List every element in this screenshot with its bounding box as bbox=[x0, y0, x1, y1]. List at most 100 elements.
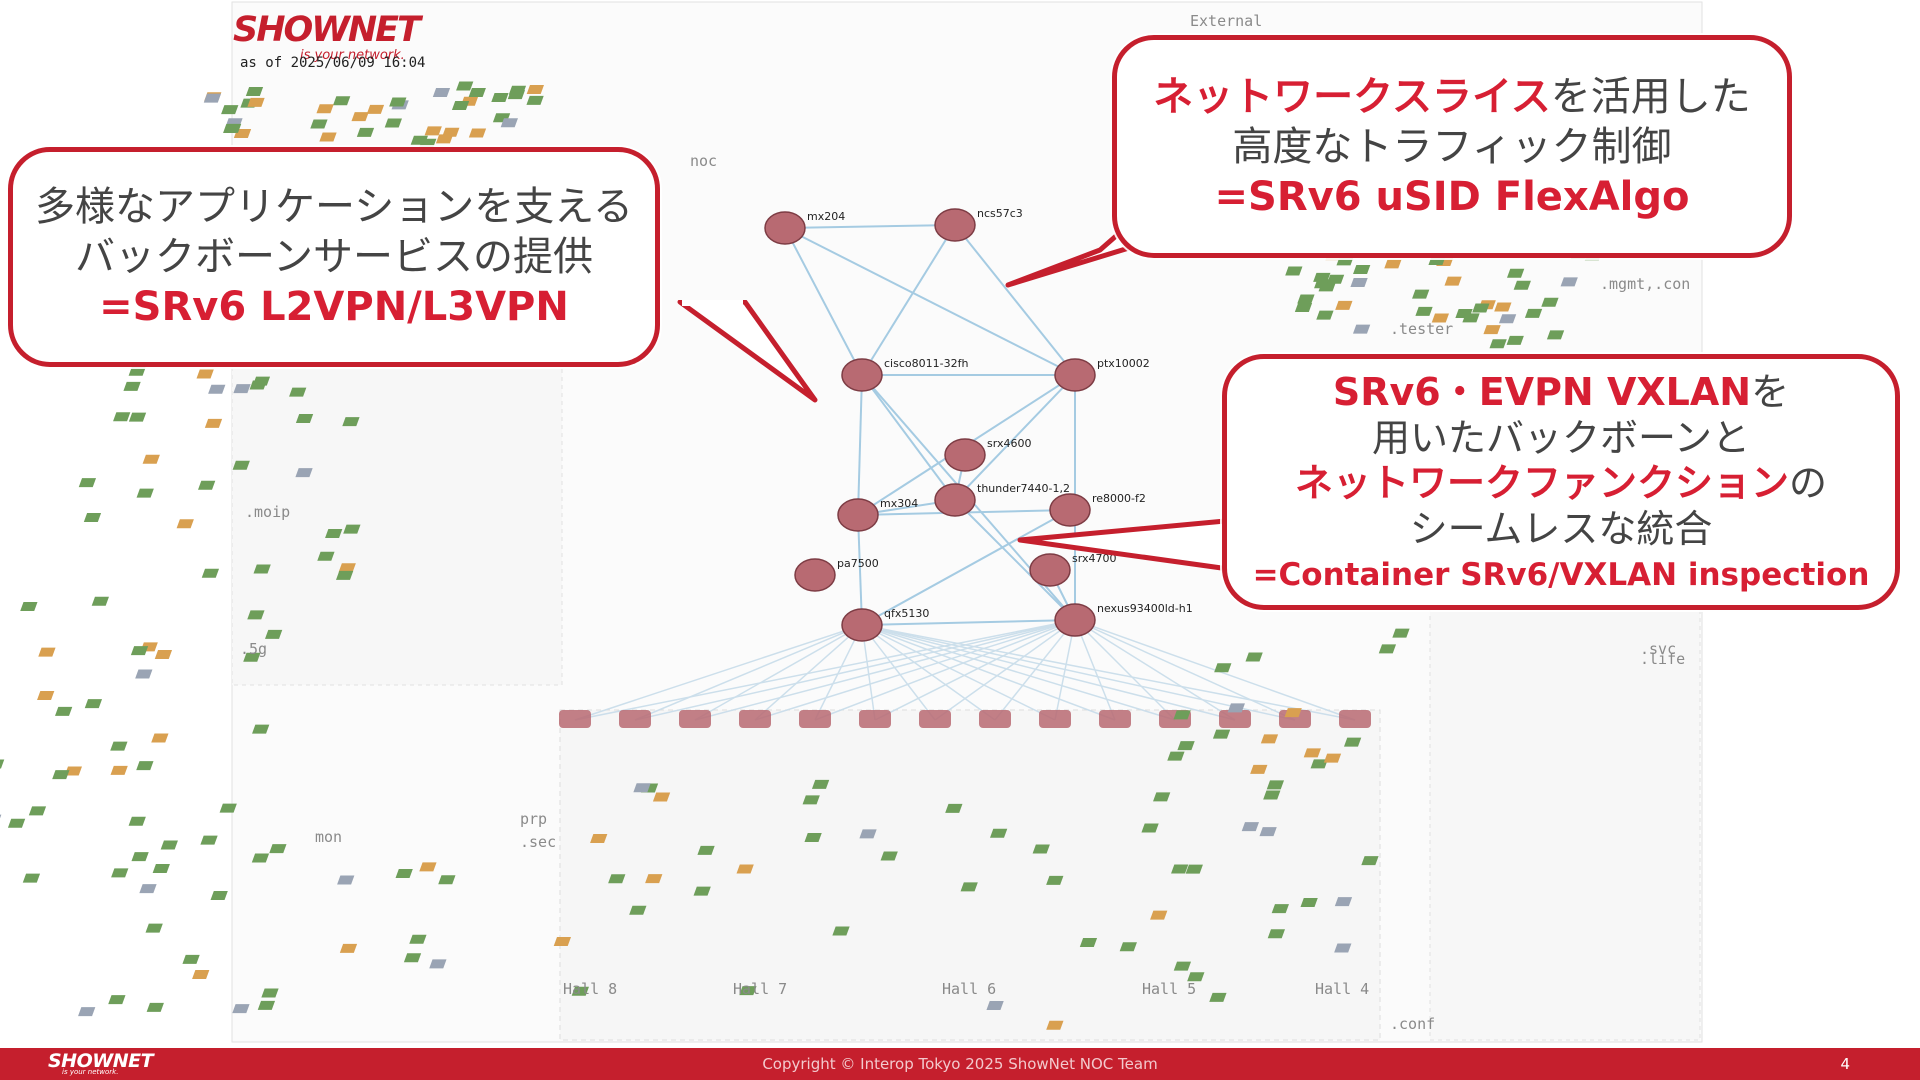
distribution-link bbox=[874, 619, 1076, 721]
appliance-icon bbox=[351, 112, 369, 122]
appliance-icon bbox=[0, 814, 2, 824]
distribution-link bbox=[634, 619, 1076, 721]
switch-icon bbox=[1173, 961, 1192, 971]
switch-icon bbox=[960, 882, 978, 892]
switch-icon bbox=[210, 891, 228, 901]
callout-right-line4: シームレスな統合 bbox=[1409, 507, 1713, 551]
switch-icon bbox=[253, 564, 271, 574]
router-label: ptx10002 bbox=[1097, 357, 1150, 370]
core-router-icon bbox=[841, 358, 883, 392]
switch-icon bbox=[113, 412, 131, 422]
appliance-icon bbox=[135, 669, 153, 679]
distribution-link bbox=[1074, 619, 1176, 721]
distribution-link bbox=[694, 619, 1076, 721]
switch-icon bbox=[832, 926, 850, 936]
callout-right-rest-text-2: の bbox=[1789, 461, 1828, 506]
zone-label: Hall 4 bbox=[1315, 980, 1370, 998]
switch-icon bbox=[526, 95, 544, 105]
appliance-icon bbox=[38, 647, 56, 657]
appliance-icon bbox=[366, 104, 385, 114]
distribution-link bbox=[861, 624, 1056, 721]
appliance-icon bbox=[337, 875, 355, 885]
switch-icon bbox=[247, 610, 265, 620]
callout-right-line3: ネットワークファンクションの bbox=[1295, 461, 1827, 507]
switch-icon bbox=[22, 873, 41, 883]
appliance-icon bbox=[645, 874, 663, 884]
core-link bbox=[861, 619, 1076, 626]
switch-icon bbox=[52, 770, 70, 780]
callout-topright-red-text: ネットワークスライス bbox=[1153, 73, 1551, 120]
switch-icon bbox=[356, 127, 375, 137]
switch-icon bbox=[1167, 751, 1185, 761]
core-router-icon bbox=[944, 438, 986, 472]
switch-icon bbox=[456, 81, 474, 91]
zone-label: .moip bbox=[245, 503, 291, 521]
router-label: thunder7440-1,2 bbox=[977, 482, 1070, 495]
switch-icon bbox=[1336, 256, 1354, 266]
switch-icon bbox=[200, 835, 218, 845]
callout-left-tail bbox=[677, 300, 818, 403]
callout-left-line3: =SRv6 L2VPN/L3VPN bbox=[99, 284, 569, 330]
switch-icon bbox=[1297, 294, 1315, 304]
switch-icon bbox=[295, 413, 314, 423]
distribution-router-icon bbox=[559, 710, 591, 728]
switch-icon bbox=[128, 366, 146, 376]
distribution-router-icon bbox=[679, 710, 711, 728]
appliance-icon bbox=[1334, 897, 1353, 907]
core-link bbox=[954, 374, 1076, 501]
distribution-router-icon bbox=[619, 710, 651, 728]
switch-icon bbox=[336, 570, 354, 580]
switch-icon bbox=[1310, 759, 1328, 769]
switch-icon bbox=[1294, 303, 1313, 313]
switch-icon bbox=[128, 412, 147, 422]
callout-right-red-text-2: ネットワークファンクション bbox=[1294, 461, 1789, 506]
appliance-icon bbox=[590, 833, 608, 843]
distribution-link bbox=[754, 624, 863, 721]
appliance-icon bbox=[110, 765, 128, 775]
switch-icon bbox=[1513, 280, 1531, 290]
core-link bbox=[861, 224, 956, 376]
switch-icon bbox=[1046, 875, 1064, 885]
switch-icon bbox=[289, 387, 307, 397]
appliance-icon bbox=[247, 97, 265, 107]
switch-icon bbox=[198, 480, 216, 490]
callout-topright-line3: =SRv6 uSID FlexAlgo bbox=[1214, 173, 1690, 220]
appliance-icon bbox=[442, 127, 460, 137]
switch-icon bbox=[1455, 308, 1473, 318]
zone-label: prp bbox=[520, 810, 548, 828]
appliance-icon bbox=[500, 118, 518, 128]
distribution-link bbox=[814, 624, 863, 721]
core-router-icon bbox=[841, 608, 883, 642]
appliance-icon bbox=[37, 690, 55, 700]
switch-icon bbox=[1343, 737, 1362, 747]
zone-label: mon bbox=[315, 828, 343, 846]
switch-icon bbox=[123, 381, 141, 391]
switch-icon bbox=[1415, 306, 1433, 316]
appliance-icon bbox=[1227, 703, 1245, 713]
callout-backbone-services: 多様なアプリケーションを支える バックボーンサービスの提供 =SRv6 L2VP… bbox=[8, 147, 660, 367]
router-label: cisco8011-32fh bbox=[884, 357, 969, 370]
appliance-icon bbox=[1303, 748, 1321, 758]
switch-icon bbox=[1541, 297, 1559, 307]
distribution-router-icon bbox=[1099, 710, 1131, 728]
core-link bbox=[954, 224, 1076, 376]
appliance-icon bbox=[424, 126, 442, 136]
switch-icon bbox=[1177, 741, 1195, 751]
switch-icon bbox=[1171, 864, 1189, 874]
callout-topright-line2: 高度なトラフィック制御 bbox=[1232, 123, 1672, 170]
appliance-icon bbox=[154, 650, 173, 660]
appliance-icon bbox=[176, 519, 194, 529]
switch-icon bbox=[1353, 264, 1371, 274]
distribution-link bbox=[861, 624, 1236, 721]
core-link bbox=[861, 509, 1071, 626]
switch-icon bbox=[880, 851, 898, 861]
appliance-icon bbox=[295, 468, 313, 478]
core-link bbox=[784, 224, 956, 229]
switch-icon bbox=[389, 97, 407, 107]
switch-icon bbox=[1546, 330, 1565, 340]
switch-icon bbox=[1428, 255, 1446, 265]
router-label: ncs57c3 bbox=[977, 207, 1023, 220]
switch-icon bbox=[1079, 938, 1098, 948]
callout-right-line2: 用いたバックボーンと bbox=[1371, 415, 1751, 460]
